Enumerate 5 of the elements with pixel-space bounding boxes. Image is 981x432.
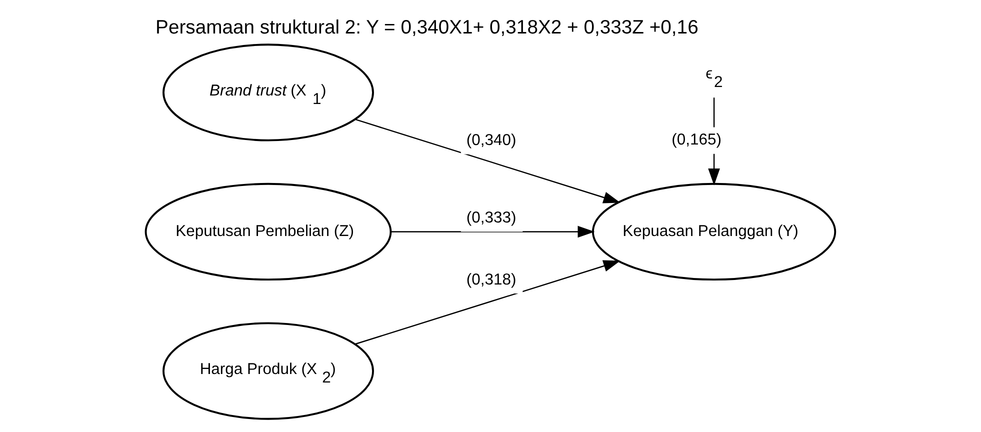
edge-label: (0,340) [466,132,516,150]
edge-label: (0,333) [466,210,516,227]
edge-label: (0,318) [466,271,516,288]
edge-label: (0,165) [672,132,722,149]
diagram-title: Persamaan struktural 2: Y = 0,340X1+ 0,318X2 + 0,333Z +0,16 [156,16,698,38]
